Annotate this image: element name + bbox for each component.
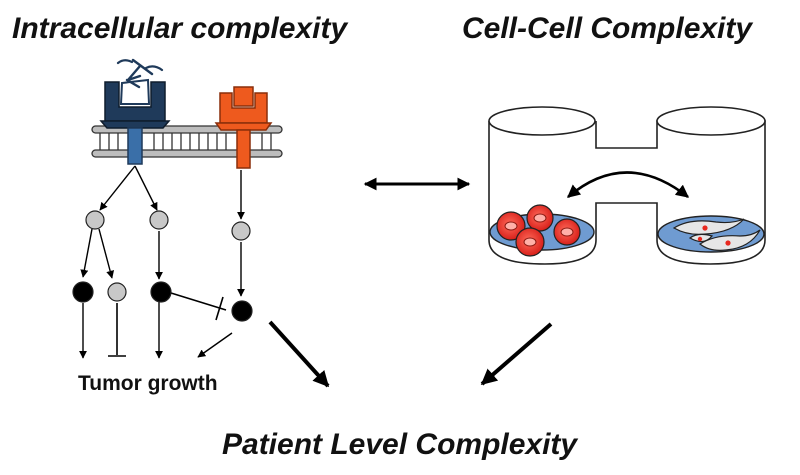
cell-cell-complexity-title: Cell-Cell Complexity bbox=[462, 12, 753, 45]
patient-level-complexity-title: Patient Level Complexity bbox=[222, 428, 578, 461]
signaling-node-icon bbox=[231, 221, 251, 241]
signaling-node-icon bbox=[231, 300, 253, 322]
activation-arrow-icon bbox=[134, 165, 158, 211]
signaling-node-icon bbox=[149, 210, 169, 230]
receptor-icon bbox=[214, 86, 273, 169]
ligand-icon bbox=[116, 58, 164, 105]
fibroblast-cell-icon bbox=[672, 218, 745, 235]
signaling-node-icon bbox=[107, 282, 127, 302]
to-patient-arrow-left bbox=[268, 320, 330, 388]
tumor-cell-icon bbox=[526, 204, 554, 232]
inhibition-bar-icon bbox=[170, 292, 227, 321]
tumor-cell-icon bbox=[553, 218, 581, 246]
tumor-cell-icon bbox=[496, 211, 526, 241]
fibroblast-cell-icon bbox=[698, 229, 761, 251]
receptor-icon bbox=[99, 81, 171, 165]
intracellular-complexity-title: Intracellular complexity bbox=[12, 12, 348, 45]
inhibition-bar-icon bbox=[108, 303, 126, 357]
tumor-growth-label: Tumor growth bbox=[78, 372, 218, 395]
tumor-cell-icon bbox=[515, 227, 545, 257]
paracrine-exchange-arrow bbox=[567, 171, 690, 199]
fibroblast-cell-icon bbox=[688, 233, 714, 243]
to-patient-arrow-right bbox=[480, 322, 553, 386]
signaling-node-icon bbox=[85, 210, 105, 230]
activation-arrow-icon bbox=[80, 228, 93, 278]
activation-arrow-icon bbox=[99, 165, 136, 211]
signaling-node-icon bbox=[72, 281, 94, 303]
activation-arrow-icon bbox=[197, 332, 233, 358]
activation-arrow-icon bbox=[98, 228, 115, 279]
signaling-node-icon bbox=[150, 281, 172, 303]
